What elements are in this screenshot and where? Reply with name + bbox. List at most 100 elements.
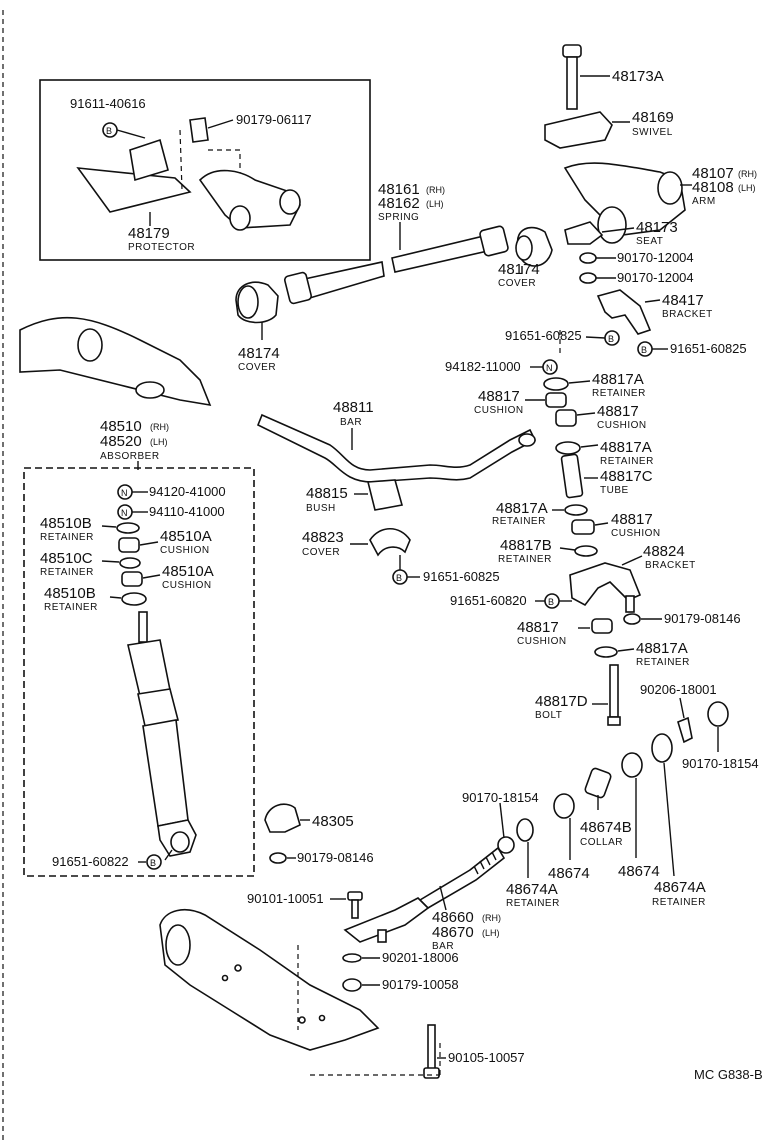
absorber-rh-label: (RH) — [150, 422, 169, 432]
retainer-d-part-label: 48817B — [500, 537, 552, 554]
retainer-inner-part-label: 48674A — [506, 881, 558, 898]
bracket-48824-name-label: BRACKET — [645, 560, 696, 571]
nut2-label: 90170-12004 — [617, 270, 694, 285]
shock-upper-body-icon — [127, 639, 171, 697]
cushion-a-part-label: 48817 — [478, 388, 520, 405]
collar-part-label: 48674B — [580, 819, 632, 836]
protector-group: 91611-40616 B 90179-06117 48179 PROTECTO… — [39, 79, 371, 261]
bumper-part-label: 48305 — [312, 813, 354, 830]
swivel-icon — [544, 111, 613, 149]
assembly-dashed-lines-upper — [179, 129, 561, 355]
absorber-n-nut2-label: 94110-41000 — [149, 504, 225, 519]
spring-rh-label: (RH) — [426, 185, 445, 195]
cushion-48510a-bottom-icon — [121, 571, 143, 587]
absorber-cushion1-name-label: CUSHION — [160, 545, 210, 556]
bolt-48173a-shank-icon — [566, 56, 578, 110]
bar-name-label: BAR — [340, 417, 362, 428]
cover-right-part-label: 48174 — [498, 261, 540, 278]
bush-cover-icon — [369, 527, 411, 557]
nut-90179-08146-icon — [623, 613, 641, 625]
marker-n: N — [121, 508, 128, 518]
absorber-cushion2-name-label: CUSHION — [162, 580, 212, 591]
absorber-group: 48510 (RH) 48520 (LH) ABSORBER N 94120-4… — [23, 418, 255, 877]
spring-part-lh-label: 48162 — [378, 195, 420, 212]
retainer-48510c-icon — [119, 557, 141, 569]
cushion-outer-part-label: 48674 — [618, 863, 660, 880]
absorber-retainer3-name-label: RETAINER — [44, 602, 98, 613]
strut-bar-lh-label: (LH) — [482, 928, 500, 938]
nut-90179-10058-icon — [342, 978, 362, 992]
spring-name-label: SPRING — [378, 212, 419, 223]
seat-name-label: SEAT — [636, 236, 663, 247]
absorber-lh-label: (LH) — [150, 437, 168, 447]
bracket-48824-nut-label: 90179-08146 — [664, 611, 741, 626]
strut-bar-part-rh-label: 48660 — [432, 909, 474, 926]
retainer-48817a-c-icon — [564, 504, 588, 516]
retainer-48817a-b-icon — [555, 441, 581, 455]
cushion-d-part-label: 48817 — [517, 619, 559, 636]
absorber-retainer1-name-label: RETAINER — [40, 532, 94, 543]
strut-nut-left-label: 90170-18154 — [462, 790, 539, 805]
arm-part-rh-label: 48107 — [692, 165, 734, 182]
retainer-top-name-label: RETAINER — [592, 388, 646, 399]
bolt-marker-b-icon — [604, 330, 620, 346]
spring-rod-left-icon — [299, 261, 385, 302]
cushion-48817-d-icon — [591, 618, 613, 634]
seat-part-label: 48173 — [636, 219, 678, 236]
bolt-48817d-part-label: 48817D — [535, 693, 588, 710]
bolt-48817d-head-icon — [607, 716, 621, 726]
absorber-retainer3-part-label: 48510B — [44, 585, 96, 602]
nut-90170-12004-b-icon — [579, 272, 597, 284]
marker-b: B — [641, 345, 647, 355]
absorber-bolt-label: 91651-60822 — [52, 854, 129, 869]
protector-part-label: 48179 — [128, 225, 170, 242]
bolt-48173a-label: 48173A — [612, 68, 664, 85]
cover-left-name-label: COVER — [238, 362, 276, 373]
retainer-b-name-label: RETAINER — [600, 456, 654, 467]
nut-90170-12004-a-icon — [579, 252, 597, 264]
strut-bar-group: 90206-18001 90170-18154 90170-18154 4867… — [247, 682, 759, 1079]
retainer-48674a-inner-icon — [516, 818, 534, 842]
seat-icon — [564, 221, 604, 245]
absorber-cushion1-part-label: 48510A — [160, 528, 212, 545]
retainer-outer-name-label: RETAINER — [652, 897, 706, 908]
absorber-retainer2-name-label: RETAINER — [40, 567, 94, 578]
retainer-e-name-label: RETAINER — [636, 657, 690, 668]
bolt-48817d-name-label: BOLT — [535, 710, 562, 721]
retainer-top-part-label: 48817A — [592, 371, 644, 388]
retainer-e-part-label: 48817A — [636, 640, 688, 657]
bracket-48824-icon — [569, 562, 642, 607]
bolt-48817d-icon — [609, 664, 619, 718]
strut-bar-name-label: BAR — [432, 941, 454, 952]
protector-nut-label: 90179-06117 — [236, 112, 312, 127]
cushion-c-name-label: CUSHION — [611, 528, 661, 539]
marker-b: B — [608, 334, 614, 344]
strut-rod-icon — [418, 846, 506, 910]
strut-washer-label: 90206-18001 — [640, 682, 717, 697]
retainer-48817a-e-icon — [594, 646, 618, 658]
cushion-inner-part-label: 48674 — [548, 865, 590, 882]
absorber-cushion2-part-label: 48510A — [162, 563, 214, 580]
retainer-b-part-label: 48817A — [600, 439, 652, 456]
arm-lh-label: (LH) — [738, 183, 756, 193]
retainer-48510b-top-icon — [116, 522, 140, 534]
bush-cover-name-label: COVER — [302, 547, 340, 558]
swivel-name-label: SWIVEL — [632, 127, 673, 138]
cushion-c-part-label: 48817 — [611, 511, 653, 528]
marker-n: N — [121, 488, 128, 498]
bolt-90105-shank-icon — [427, 1024, 436, 1071]
strut-bar-part-lh-label: 48670 — [432, 924, 474, 941]
spring-spline-right-icon — [479, 225, 509, 257]
cushion-48510a-top-icon — [118, 537, 140, 553]
arm-rh-label: (RH) — [738, 169, 757, 179]
stabilizer-bar-icon — [256, 413, 537, 483]
spring-rod-right-icon — [391, 234, 493, 273]
bolt-90101-shank-icon — [351, 899, 359, 919]
retainer-c-name-label: RETAINER — [492, 516, 546, 527]
retainer-c-part-label: 48817A — [496, 500, 548, 517]
protector-bracket-icon — [129, 138, 169, 182]
protector-name-label: PROTECTOR — [128, 242, 195, 253]
nut-90170-18154-left-icon — [497, 836, 515, 854]
tube-icon — [560, 453, 584, 499]
